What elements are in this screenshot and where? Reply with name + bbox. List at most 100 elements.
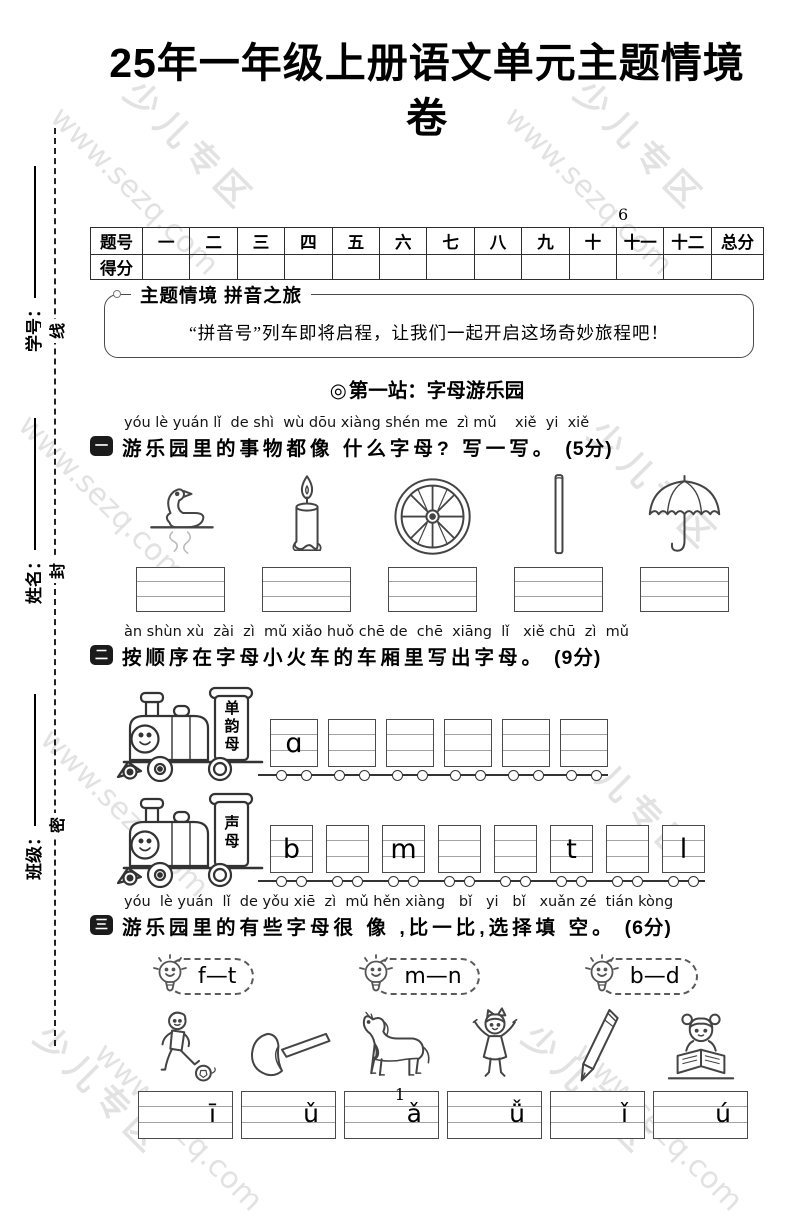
letter-pair-label: m—n xyxy=(404,963,462,989)
letter-pair-option[interactable]: f—t xyxy=(166,958,255,995)
train-car-input[interactable] xyxy=(494,824,537,887)
train-car-input[interactable] xyxy=(606,824,649,887)
score-cell[interactable] xyxy=(189,253,238,280)
dancing-girl-image xyxy=(447,1003,542,1087)
header-cell: 六 xyxy=(379,226,428,255)
score-cell[interactable] xyxy=(236,253,286,280)
vowel-train-cars: ɑ xyxy=(258,718,608,781)
q1-question-line: 一 游乐园里的事物都像 什么字母? 写一写。 (5分) xyxy=(90,432,764,461)
train-car-input[interactable] xyxy=(560,718,608,781)
score-cell[interactable] xyxy=(616,253,665,280)
q2-score: (9分) xyxy=(554,646,602,669)
pinyin-writing-grid[interactable] xyxy=(514,566,603,612)
header-cell: 七 xyxy=(426,226,475,255)
train-car-input[interactable]: b xyxy=(270,824,313,887)
class-blank[interactable] xyxy=(34,694,36,826)
header-cell: 一 xyxy=(141,226,191,255)
q3-number-badge: 三 xyxy=(90,915,113,936)
station-heading: ◎第一站：字母游乐园 xyxy=(90,374,764,403)
class-field: 班级： xyxy=(20,694,45,880)
train-car-input[interactable] xyxy=(444,718,492,781)
seal-char-line: 线 xyxy=(41,319,71,343)
q1-images-row xyxy=(136,471,734,559)
initial-train-cars: b m t l xyxy=(258,824,705,887)
train-car-input[interactable] xyxy=(386,718,434,781)
score-table-score-row: 得分 xyxy=(90,253,764,280)
swan-image xyxy=(136,471,225,559)
q3-score: (6分) xyxy=(624,916,672,939)
header-cell: 八 xyxy=(473,226,523,255)
initial-train: 声母 b m t l xyxy=(114,786,764,888)
score-cell[interactable] xyxy=(663,253,712,280)
score-row-label: 得分 xyxy=(90,253,143,280)
seal-char-mi: 密 xyxy=(41,813,71,837)
q1-pinyin: yóu lè yuán lǐ de shì wù dōu xiàng shén … xyxy=(124,414,590,431)
score-cell[interactable] xyxy=(379,253,428,280)
q1-text: 游乐园里的事物都像 什么字母? 写一写。 xyxy=(122,437,557,460)
train-sign-vowels: 单韵母 xyxy=(222,699,240,754)
train-sign-initials: 声母 xyxy=(222,814,240,851)
bulb-icon xyxy=(150,954,190,998)
axe-image xyxy=(241,1003,336,1087)
q3-images-row xyxy=(138,1003,750,1087)
score-cell[interactable] xyxy=(473,253,523,280)
train-car-input[interactable] xyxy=(502,718,550,781)
unit-number: 6 xyxy=(618,204,629,224)
worksheet: 25年一年级上册语文单元主题情境卷 6 题号 一 二 三 四 五 六 七 八 九… xyxy=(90,28,764,1139)
pencil-image xyxy=(550,1003,645,1087)
header-cell: 总分 xyxy=(711,226,764,255)
pinyin-writing-grid[interactable] xyxy=(136,566,225,612)
page-title: 25年一年级上册语文单元主题情境卷 xyxy=(109,40,745,142)
pinyin-writing-grid[interactable] xyxy=(640,566,729,612)
locomotive-illustration: 单韵母 xyxy=(114,682,264,782)
header-cell: 十二 xyxy=(663,226,712,255)
train-car-input[interactable]: t xyxy=(550,824,593,887)
stick-image xyxy=(514,471,603,559)
student-name-blank[interactable] xyxy=(34,418,36,550)
total-score-cell[interactable] xyxy=(711,253,764,280)
train-car-input[interactable]: l xyxy=(662,824,705,887)
q1-number-badge: 一 xyxy=(90,436,113,457)
q3-text: 游乐园里的有些字母很 像 ,比一比,选择填 空。 xyxy=(122,916,616,939)
locomotive-illustration: 声母 xyxy=(114,788,264,888)
letter-pair-label: b—d xyxy=(629,963,680,989)
score-cell[interactable] xyxy=(521,253,570,280)
bulb-icon xyxy=(582,954,622,998)
train-car-input[interactable] xyxy=(326,824,369,887)
train-car-input[interactable]: m xyxy=(382,824,425,887)
pinyin-writing-grid[interactable] xyxy=(262,566,351,612)
letter-pair-option[interactable]: m—n xyxy=(372,958,480,995)
header-cell: 九 xyxy=(521,226,570,255)
letter-pair-option[interactable]: b—d xyxy=(598,958,698,995)
reading-girl-image xyxy=(653,1003,748,1087)
header-cell: 五 xyxy=(331,226,381,255)
score-cell[interactable] xyxy=(568,253,618,280)
q1-answer-grids xyxy=(136,566,734,612)
theme-box: 主题情境 拼音之旅 “拼音号”列车即将启程，让我们一起开启这场奇妙旅程吧！ xyxy=(104,281,754,358)
seal-char-feng: 封 xyxy=(41,559,71,583)
q3-letter-pairs-row: f—t m—n xyxy=(90,958,764,995)
train-car-input[interactable] xyxy=(328,718,376,781)
candle-image xyxy=(262,471,351,559)
header-cell: 三 xyxy=(236,226,286,255)
q1-score: (5分) xyxy=(565,437,613,460)
letter-pair-label: f—t xyxy=(198,963,237,989)
horse-image xyxy=(344,1003,439,1087)
student-id-blank[interactable] xyxy=(34,166,36,298)
train-car-input[interactable] xyxy=(438,824,481,887)
q2-number-badge: 二 xyxy=(90,645,113,666)
seal-dashed-line xyxy=(54,128,56,1046)
pinyin-writing-grid[interactable] xyxy=(388,566,477,612)
score-table: 题号 一 二 三 四 五 六 七 八 九 十 十一 十二 总分 得分 xyxy=(90,226,764,280)
wheel-image xyxy=(388,471,477,559)
score-table-section: 6 题号 一 二 三 四 五 六 七 八 九 十 十一 十二 总分 得分 xyxy=(90,205,764,280)
score-cell[interactable] xyxy=(284,253,333,280)
score-cell[interactable] xyxy=(141,253,191,280)
boy-kicking-ball-image xyxy=(138,1003,233,1087)
train-car-input[interactable]: ɑ xyxy=(270,718,318,781)
umbrella-image xyxy=(640,471,729,559)
theme-box-circle-icon xyxy=(113,289,121,298)
vowel-train: 单韵母 ɑ xyxy=(114,680,764,782)
score-cell[interactable] xyxy=(331,253,381,280)
score-cell[interactable] xyxy=(426,253,475,280)
